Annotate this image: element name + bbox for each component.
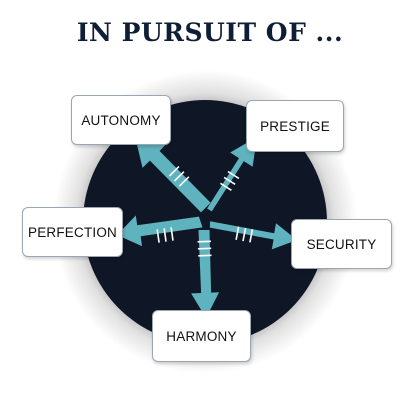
arrow-to-autonomy: [135, 136, 211, 213]
node-security: SECURITY: [291, 219, 392, 269]
arrow-shape: [135, 136, 211, 213]
node-prestige: PRESTIGE: [246, 100, 344, 152]
arrow-stripe: [173, 171, 185, 182]
arrow-stripe: [156, 229, 160, 243]
arrow-stripe: [227, 170, 240, 180]
arrow-to-harmony: [191, 230, 220, 318]
arrow-stripe: [168, 166, 180, 177]
arrow-stripe: [178, 176, 190, 187]
arrow-stripe: [219, 182, 232, 191]
arrow-stripe: [223, 176, 236, 185]
arrow-stripe: [197, 247, 212, 250]
arrow-shape: [209, 221, 297, 250]
arrow-stripe: [163, 228, 167, 242]
node-harmony: HARMONY: [152, 310, 251, 362]
arrow-to-prestige: [207, 137, 257, 212]
arrow-stripe: [249, 229, 254, 243]
node-perfection: PERFECTION: [22, 207, 123, 257]
node-label: HARMONY: [166, 328, 237, 344]
arrow-shape: [191, 230, 220, 318]
arrow-shape: [117, 215, 203, 247]
node-label: AUTONOMY: [81, 112, 161, 128]
arrow-to-security: [209, 221, 297, 250]
node-label: PERFECTION: [27, 224, 117, 240]
arrow-stripe: [198, 254, 212, 257]
node-label: PRESTIGE: [260, 118, 330, 134]
arrow-stripe: [170, 227, 174, 241]
node-label: SECURITY: [306, 236, 377, 252]
arrow-stripe: [242, 227, 247, 242]
node-autonomy: AUTONOMY: [71, 95, 171, 145]
arrow-stripe: [235, 226, 240, 240]
arrow-stripe: [197, 240, 212, 243]
diagram-title: IN PURSUIT OF ...: [76, 18, 344, 47]
arrow-to-perfection: [117, 215, 203, 247]
